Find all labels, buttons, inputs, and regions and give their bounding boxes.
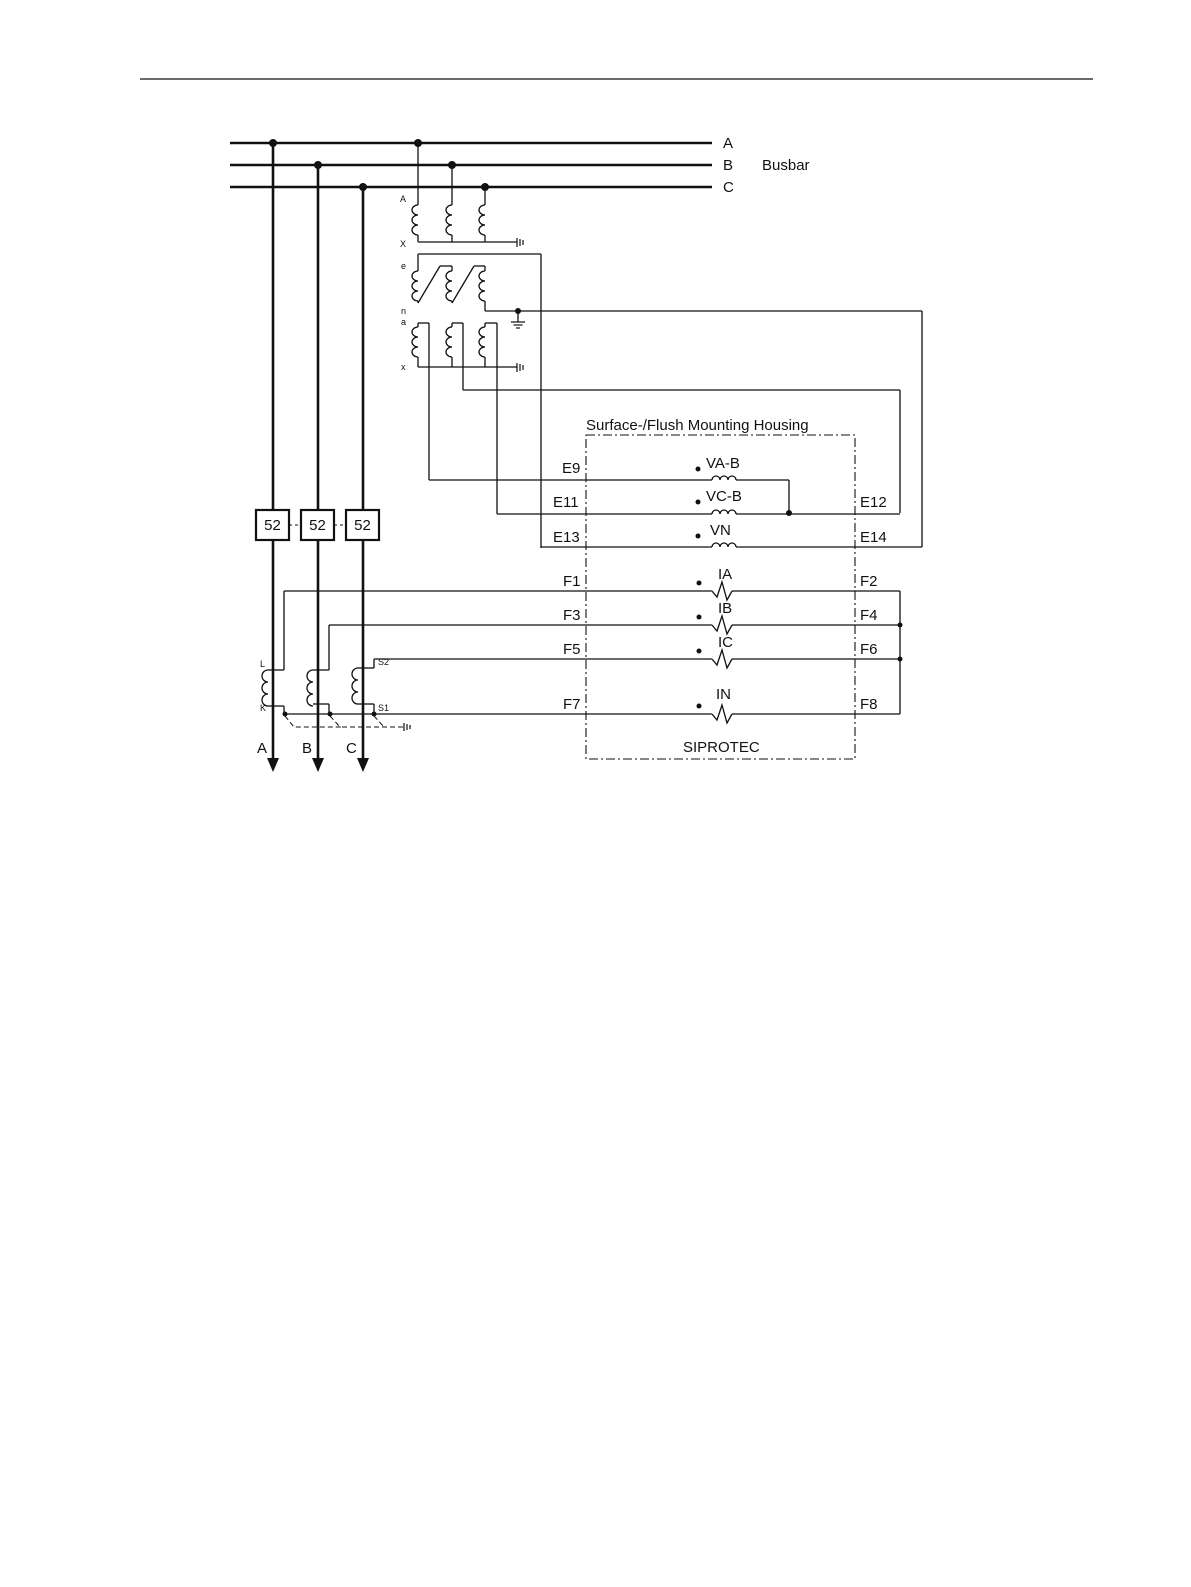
voltage-coil-vc-b: [712, 510, 736, 514]
feeder: 52 52 52 A B C: [256, 143, 379, 772]
vt-primary-winding-c: [479, 205, 485, 235]
arrow-down-icon: [267, 758, 279, 772]
vt-secondary-winding-c: [479, 327, 485, 357]
device-name: SIPROTEC: [683, 739, 760, 756]
terminal-label: E11: [553, 494, 579, 511]
vt-terminal-label: n: [401, 306, 406, 316]
voltage-coil-va-b: [712, 476, 736, 480]
current-coil-ia: [712, 582, 732, 600]
ct-terminal-label: L: [260, 659, 265, 669]
feeder-phase-a-label: A: [257, 740, 267, 757]
polarity-dot: [697, 704, 702, 709]
terminal-label: E14: [860, 529, 887, 546]
vt-secondary-winding-b: [446, 327, 452, 357]
junction-dot: [283, 712, 288, 717]
breaker-a-label: 52: [264, 517, 281, 534]
polarity-dot: [696, 467, 701, 472]
busbar-phase-c-label: C: [723, 179, 734, 196]
terminal-label: F4: [860, 607, 878, 624]
feeder-phase-c-label: C: [346, 740, 357, 757]
junction-dot: [372, 712, 377, 717]
junction-dot: [328, 712, 333, 717]
busbar-label: Busbar: [762, 157, 810, 174]
open-delta-wire: [418, 266, 440, 303]
voltage-input-name: VC-B: [706, 488, 742, 505]
arrow-down-icon: [312, 758, 324, 772]
current-input-name: IC: [718, 634, 733, 651]
terminal-label: F1: [563, 573, 581, 590]
current-transformers: L K S2 S1: [260, 591, 410, 731]
open-delta-winding-b: [446, 271, 452, 301]
vt-terminal-label: X: [400, 239, 406, 249]
terminal-label: F6: [860, 641, 878, 658]
voltage-coil-vn: [712, 543, 736, 547]
open-delta-winding-a: [412, 271, 418, 301]
terminal-label: E13: [553, 529, 580, 546]
ct-winding-b: [307, 670, 313, 706]
ct-terminal-label: K: [260, 703, 266, 713]
terminal-label: F5: [563, 641, 581, 658]
polarity-dot: [696, 500, 701, 505]
polarity-dot: [697, 649, 702, 654]
current-coil-in: [712, 705, 732, 723]
arrow-down-icon: [357, 758, 369, 772]
polarity-dot: [697, 615, 702, 620]
breaker-c-label: 52: [354, 517, 371, 534]
vt-terminal-label: x: [401, 362, 406, 372]
voltage-input-name: VN: [710, 522, 731, 539]
junction-dot: [898, 657, 903, 662]
feeder-phase-b-label: B: [302, 740, 312, 757]
vt-primary-winding-a: [412, 205, 418, 235]
voltage-input-name: VA-B: [706, 455, 740, 472]
vt-primary-winding-b: [446, 205, 452, 235]
housing-title: Surface-/Flush Mounting Housing: [586, 417, 809, 434]
breaker-b-label: 52: [309, 517, 326, 534]
ct-alternative-grounding: [285, 716, 404, 727]
terminal-label: E12: [860, 494, 887, 511]
junction-dot: [786, 510, 792, 516]
open-delta-wire: [452, 266, 474, 303]
vt-terminal-label: a: [401, 317, 406, 327]
busbar-phase-a-label: A: [723, 135, 733, 152]
vt-secondary-winding-a: [412, 327, 418, 357]
terminal-label: F3: [563, 607, 581, 624]
vt-terminal-label: e: [401, 261, 406, 271]
voltage-transformer: A X e n a x: [400, 143, 922, 548]
terminal-label: F2: [860, 573, 878, 590]
current-coil-ic: [712, 650, 732, 668]
ct-winding-a: [262, 670, 268, 706]
junction-dot: [898, 623, 903, 628]
current-input-name: IB: [718, 600, 732, 617]
polarity-dot: [697, 581, 702, 586]
terminal-label: F7: [563, 696, 581, 713]
open-delta-winding-c: [479, 271, 485, 301]
terminal-label: E9: [562, 460, 580, 477]
ct-terminal-label: S1: [378, 703, 389, 713]
polarity-dot: [696, 534, 701, 539]
current-input-name: IN: [716, 686, 731, 703]
ct-terminal-label: S2: [378, 657, 389, 667]
current-coil-ib: [712, 616, 732, 634]
terminal-label: F8: [860, 696, 878, 713]
busbar-phase-b-label: B: [723, 157, 733, 174]
current-input-name: IA: [718, 566, 732, 583]
vt-terminal-label: A: [400, 194, 406, 204]
ct-winding-c: [352, 668, 358, 704]
